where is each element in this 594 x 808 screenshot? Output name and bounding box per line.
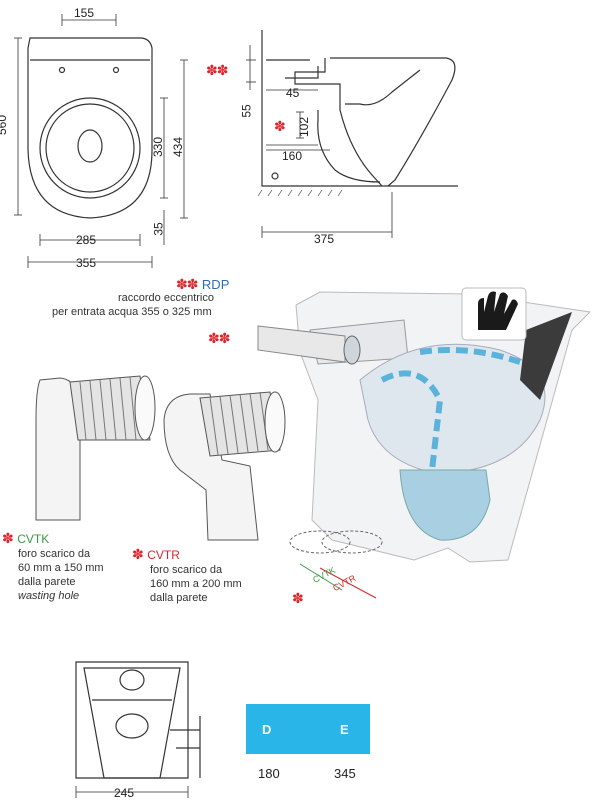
dimension-table-header: D E <box>246 704 370 754</box>
cvtk-line1: foro scarico da <box>18 548 91 560</box>
dim-side-160: 160 <box>282 149 303 163</box>
double-star-icon: ✽✽ <box>208 330 230 346</box>
cvtr-line1: foro scarico da <box>150 564 223 576</box>
double-star-icon: ✽✽ <box>176 276 198 292</box>
cvtr-code: CVTR <box>147 548 180 562</box>
dim-side-375: 375 <box>314 232 335 246</box>
table-value-d: 180 <box>258 766 280 781</box>
dim-plan-right-35: 35 <box>151 222 166 236</box>
dim-plan-bottom-outer: 355 <box>76 256 97 270</box>
dim-side-55: 55 <box>239 104 254 118</box>
front-view-drawing <box>75 661 201 779</box>
table-header-d: D <box>262 722 272 737</box>
table-value-e: 345 <box>334 766 356 781</box>
cvtk-line3: dalla parete <box>18 576 76 588</box>
dim-plan-right-330: 330 <box>151 136 166 158</box>
cutaway-toilet-illustration <box>257 287 592 599</box>
rdp-desc-line1: raccordo eccentrico <box>118 292 214 304</box>
rdp-label: ✽✽ RDP <box>176 276 229 294</box>
dim-side-45: 45 <box>286 86 300 100</box>
cvtr-fitting-drawing <box>163 391 286 541</box>
rdp-code: RDP <box>201 277 230 292</box>
cvtk-label: ✽ CVTK <box>2 530 49 548</box>
cvtk-line4: wasting hole <box>18 590 80 602</box>
double-star-icon: ✽✽ <box>206 62 228 78</box>
dim-plan-height-total: 560 <box>0 114 10 136</box>
rdp-desc-line2: per entrata acqua 355 o 325 mm <box>52 306 212 318</box>
single-star-icon: ✽ <box>2 530 14 546</box>
cvtr-line2: 160 mm a 200 mm <box>150 578 242 590</box>
single-star-icon: ✽ <box>292 590 304 606</box>
single-star-icon: ✽ <box>132 546 144 562</box>
cvtk-fitting-drawing <box>35 375 156 521</box>
plan-view-drawing <box>27 37 153 219</box>
dim-side-102: 102 <box>297 116 312 138</box>
dim-plan-bottom-inner: 285 <box>76 233 97 247</box>
dim-front-bottom: 245 <box>114 786 135 800</box>
side-section-drawing <box>261 30 458 187</box>
cvtk-code: CVTK <box>17 532 50 546</box>
cvtr-label: ✽ CVTR <box>132 546 180 564</box>
table-header-e: E <box>340 722 349 737</box>
cvtr-line3: dalla parete <box>150 592 208 604</box>
cvtk-line2: 60 mm a 150 mm <box>18 562 104 574</box>
dim-plan-right-434: 434 <box>171 136 186 158</box>
dim-plan-width-top: 155 <box>74 6 95 20</box>
single-star-icon: ✽ <box>274 118 286 134</box>
